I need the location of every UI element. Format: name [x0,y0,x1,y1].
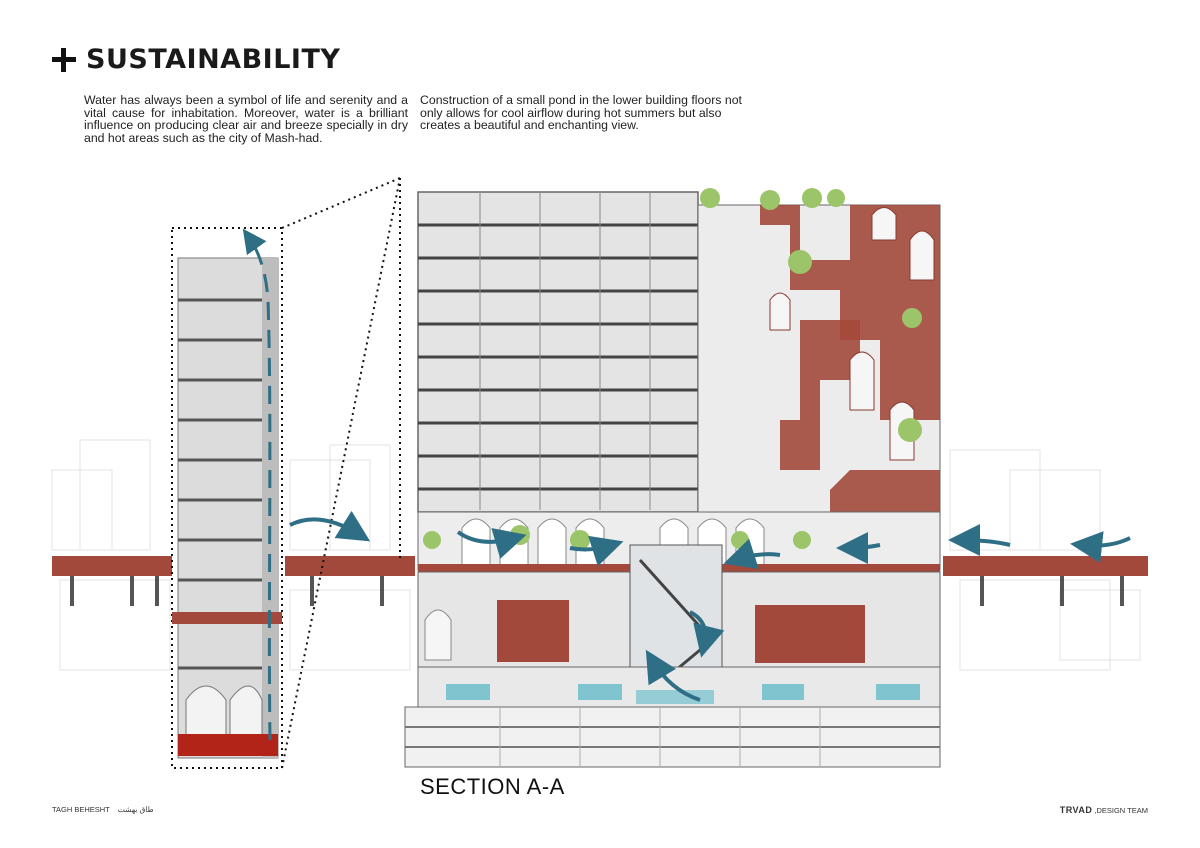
airflow-arrows [289,510,1131,702]
detail-column [172,257,282,759]
title-text: SUSTAINABILITY [86,44,341,75]
ponds [446,684,920,704]
project-name-fa: طاق بهشت [117,805,154,814]
page-title: SUSTAINABILITY [52,44,340,75]
walkway-right [943,556,1148,576]
brand-logo: TRVAD [1059,805,1093,815]
zoom-outline [171,177,401,769]
footer-team: TRVAD ,DESIGN TEAM [1060,805,1148,815]
detail-airflow-arrow [242,228,272,741]
section-label: SECTION A-A [420,774,565,799]
background-city [51,439,1141,671]
intro-paragraph-right: Construction of a small pond in the lowe… [420,93,742,133]
walkway-mid [285,556,415,576]
plus-icon [52,47,76,72]
walkway-left [52,556,172,576]
project-name-en: TAGH BEHESHT [52,805,110,814]
footer-project: TAGH BEHESHT طاق بهشت [52,805,154,814]
walkway-columns [70,576,1124,606]
intro-paragraph-left: Water has always been a symbol of life a… [84,93,408,145]
main-building [404,188,941,768]
team-label: ,DESIGN TEAM [1094,806,1148,815]
roof-trees [700,188,922,442]
